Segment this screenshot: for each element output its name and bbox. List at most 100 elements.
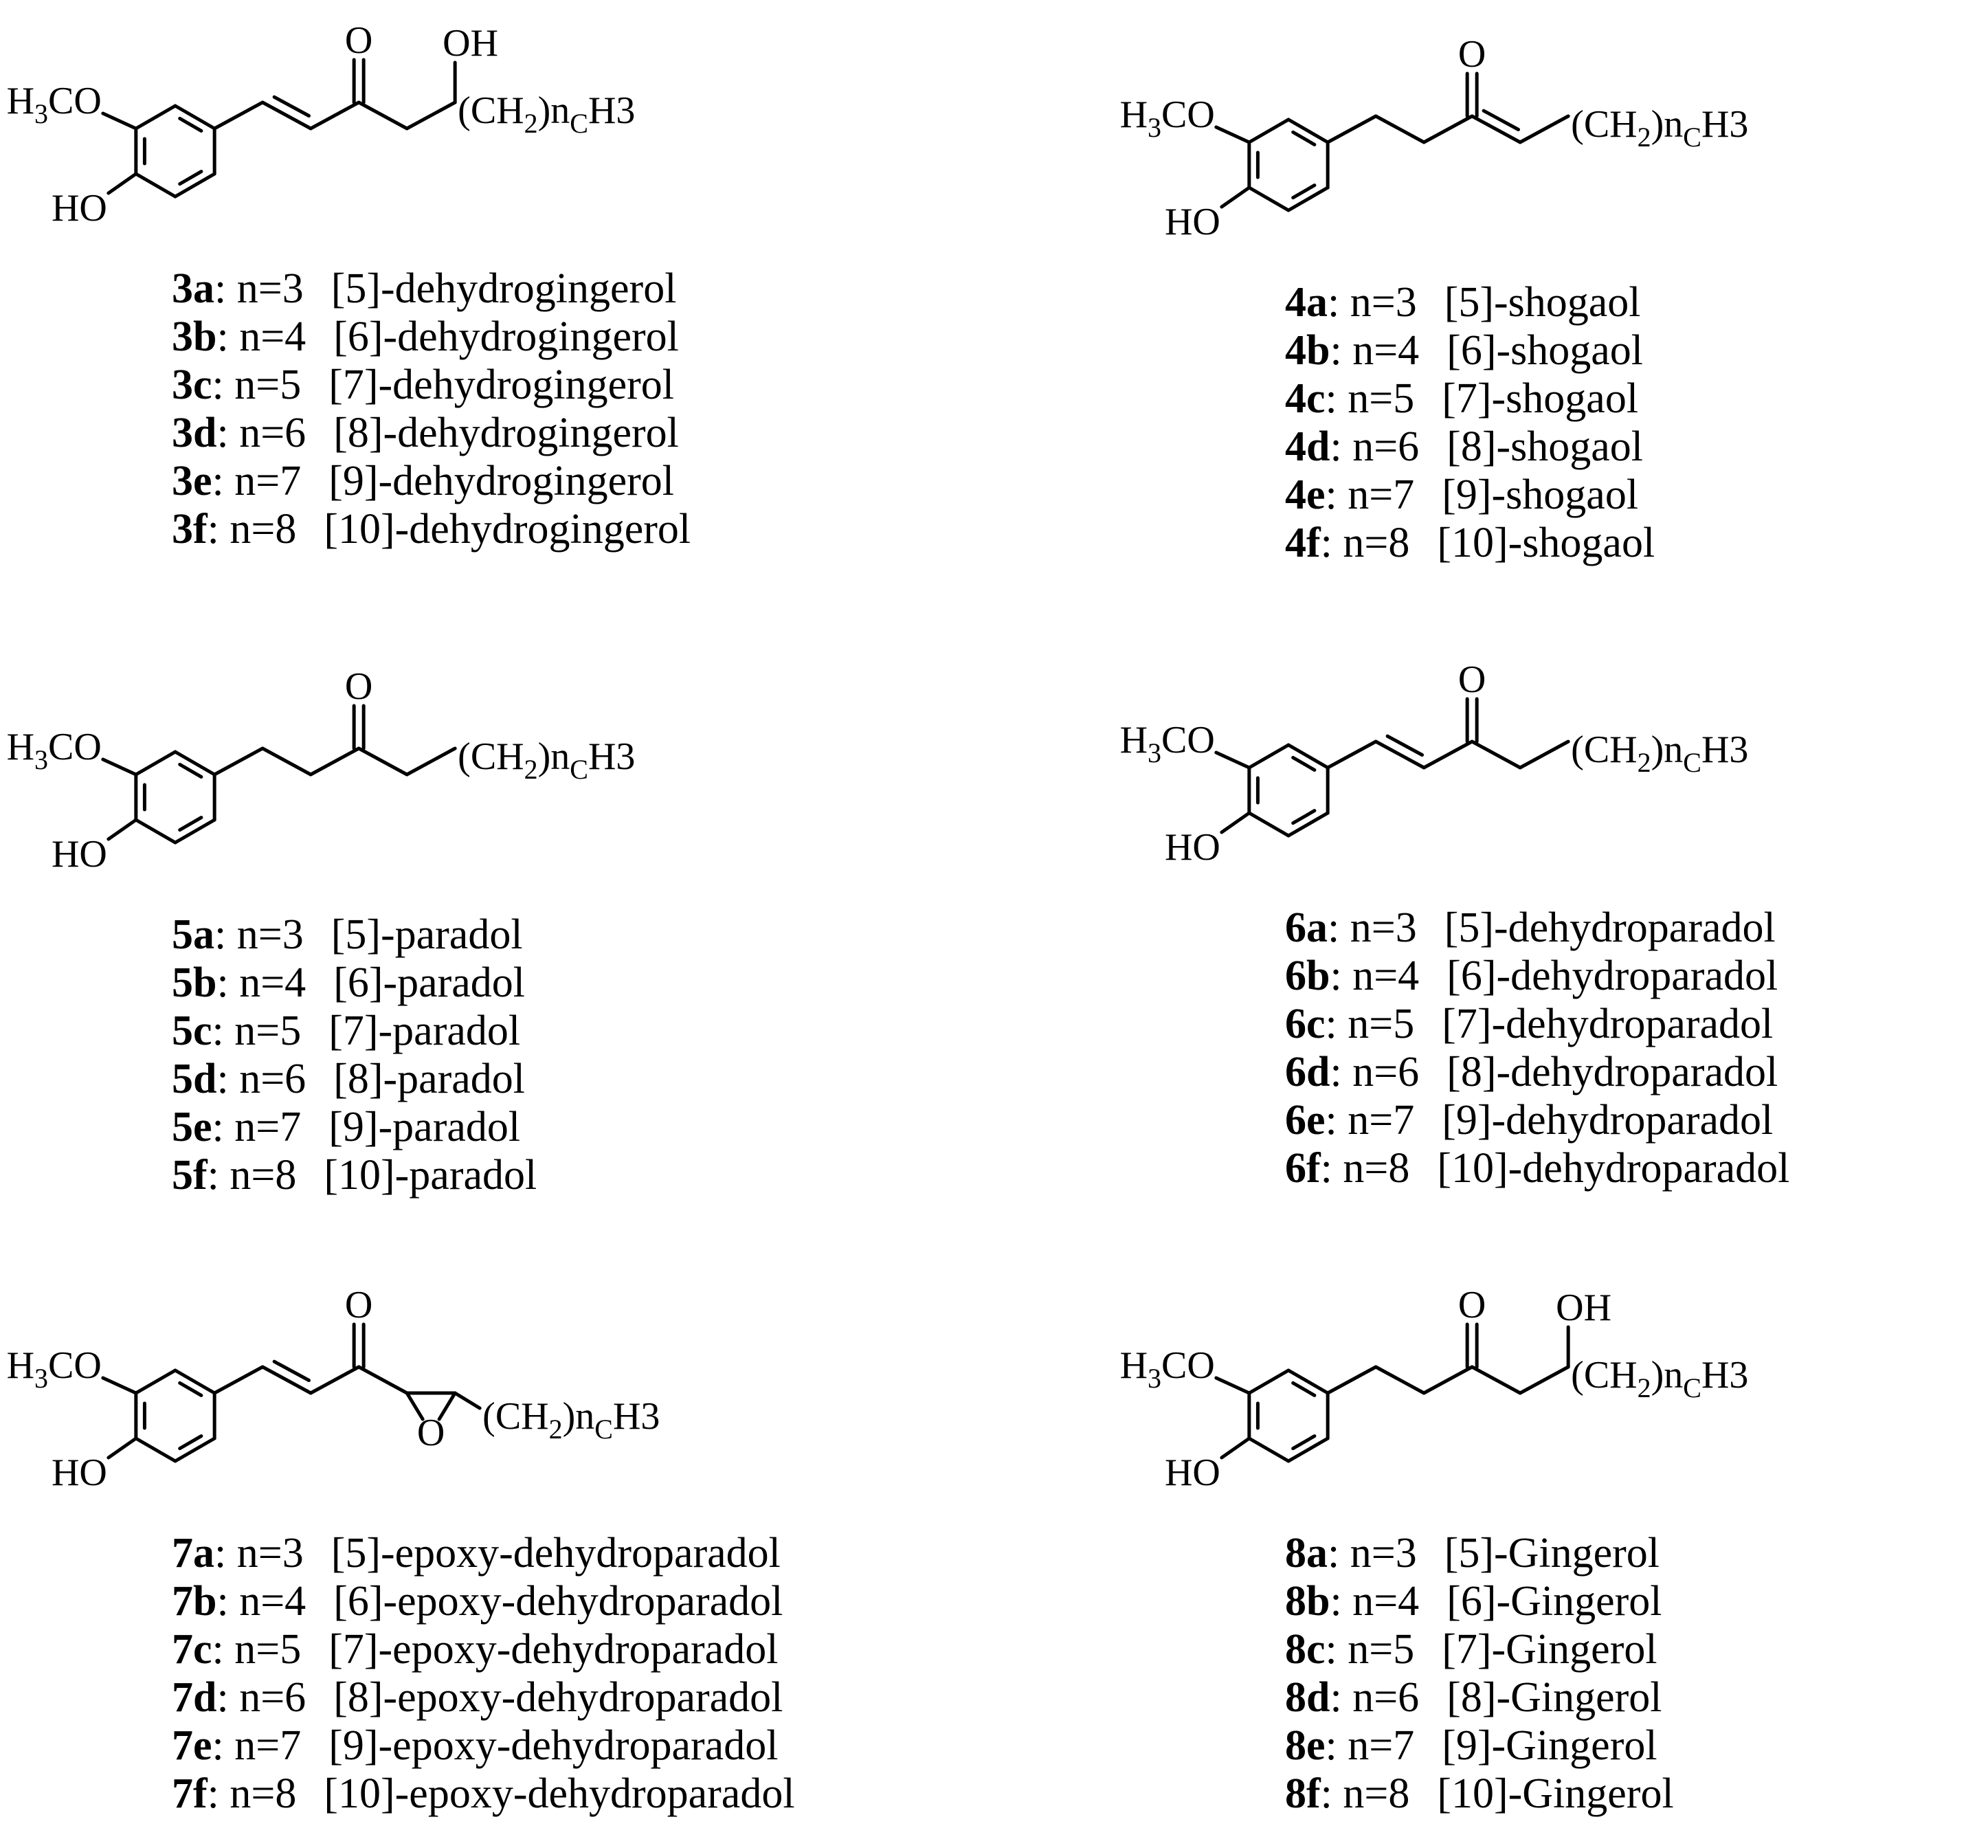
methoxy-bond bbox=[101, 757, 138, 777]
compound-entry: 7f: n=8[10]-epoxy-dehydroparadol bbox=[172, 1770, 795, 1817]
compound-name: [7]-Gingerol bbox=[1442, 1626, 1657, 1673]
compound-name: [6]-epoxy-dehydroparadol bbox=[333, 1578, 783, 1625]
compound-entry: 8c: n=5[7]-Gingerol bbox=[1285, 1626, 1657, 1673]
compound-n: n=8 bbox=[230, 506, 296, 553]
compound-entry: 7e: n=7[9]-epoxy-dehydroparadol bbox=[172, 1722, 778, 1769]
ring-bond bbox=[1247, 118, 1291, 144]
compound-code: 7a bbox=[172, 1530, 214, 1577]
methoxy-bond bbox=[101, 111, 138, 131]
chain-bond bbox=[1326, 1365, 1378, 1395]
compound-name: [8]-shogaol bbox=[1447, 423, 1643, 470]
chain-bond bbox=[212, 100, 265, 131]
ring-double-bond bbox=[1291, 130, 1317, 146]
compound-entry: 8e: n=7[9]-Gingerol bbox=[1285, 1722, 1657, 1769]
chain-bond bbox=[260, 1365, 313, 1395]
ring-bond bbox=[134, 750, 177, 777]
ring-bond bbox=[1247, 743, 1291, 770]
methoxy-label: H3CO bbox=[7, 80, 102, 129]
compound-code: 8a bbox=[1285, 1530, 1328, 1577]
hydroxy-bond bbox=[1220, 811, 1251, 834]
methoxy-label: H3CO bbox=[7, 1344, 102, 1394]
compound-entry: 4a: n=3[5]-shogaol bbox=[1285, 279, 1641, 326]
chain-bond bbox=[1326, 114, 1378, 144]
compound-name: [10]-shogaol bbox=[1437, 520, 1655, 566]
compound-n: n=3 bbox=[1350, 904, 1417, 951]
ring-bond bbox=[173, 104, 216, 131]
compound-code: 8d bbox=[1285, 1674, 1330, 1721]
chain-bond bbox=[405, 100, 457, 131]
carbonyl-o-label: O bbox=[1458, 33, 1486, 76]
compound-code: 3e bbox=[172, 458, 212, 504]
compound-code: 8b bbox=[1285, 1578, 1330, 1625]
compound-name: [8]-epoxy-dehydroparadol bbox=[333, 1674, 783, 1721]
compound-name: [5]-shogaol bbox=[1444, 279, 1641, 326]
hydroxy-label: HO bbox=[52, 1451, 107, 1494]
compound-entry: 5d: n=6[8]-paradol bbox=[172, 1056, 525, 1102]
ring-bond bbox=[1286, 811, 1330, 838]
compound-entry: 4c: n=5[7]-shogaol bbox=[1285, 375, 1638, 422]
compound-n: n=4 bbox=[1352, 1578, 1419, 1625]
compound-n: n=3 bbox=[237, 911, 304, 958]
compound-name: [7]-shogaol bbox=[1442, 375, 1638, 422]
compound-entry: 5b: n=4[6]-paradol bbox=[172, 959, 525, 1006]
compound-entry: 3d: n=6[8]-dehydrogingerol bbox=[172, 410, 679, 456]
compound-n: n=4 bbox=[1352, 953, 1419, 999]
compound-name: [5]-dehydroparadol bbox=[1444, 904, 1776, 951]
compound-n: n=6 bbox=[1352, 1674, 1419, 1721]
ring-bond bbox=[173, 750, 216, 777]
compound-entry: 8f: n=8[10]-Gingerol bbox=[1285, 1770, 1674, 1817]
compound-n: n=7 bbox=[1348, 1097, 1414, 1144]
compound-n: n=8 bbox=[1343, 1770, 1409, 1817]
compound-entry: 4e: n=7[9]-shogaol bbox=[1285, 471, 1638, 518]
chain-bond bbox=[1518, 1365, 1570, 1395]
chain-bond bbox=[357, 1365, 409, 1395]
compound-code: 7d bbox=[172, 1674, 216, 1721]
hydroxyl-label: OH bbox=[1556, 1287, 1611, 1329]
alkene-double-bond bbox=[1482, 109, 1521, 131]
ring-bond bbox=[1247, 1368, 1291, 1395]
hydroxy-label: HO bbox=[1165, 201, 1220, 243]
ring-bond bbox=[1286, 1436, 1330, 1463]
compound-n: n=5 bbox=[1348, 375, 1414, 422]
chain-bond bbox=[309, 100, 361, 131]
carbonyl-o-label: O bbox=[1458, 1284, 1486, 1326]
carbonyl-o-label: O bbox=[345, 665, 372, 708]
compound-n: n=3 bbox=[237, 265, 304, 312]
compound-n: n=4 bbox=[239, 1578, 306, 1625]
ring-bond bbox=[1286, 1368, 1330, 1395]
compound-entry: 3b: n=4[6]-dehydrogingerol bbox=[172, 313, 679, 360]
compound-entry: 8a: n=3[5]-Gingerol bbox=[1285, 1530, 1660, 1577]
compound-code: 3d bbox=[172, 410, 216, 456]
compound-name: [8]-dehydrogingerol bbox=[333, 410, 679, 456]
compound-name: [8]-Gingerol bbox=[1447, 1674, 1662, 1721]
hydroxy-bond bbox=[1220, 186, 1251, 209]
hydroxy-label: HO bbox=[52, 833, 107, 876]
compound-code: 3b bbox=[172, 313, 216, 360]
chain-bond bbox=[1518, 114, 1570, 144]
compound-code: 5f bbox=[172, 1152, 208, 1199]
compound-n: n=6 bbox=[1352, 1049, 1419, 1095]
chain-bond bbox=[1470, 114, 1522, 144]
chain-bond bbox=[1326, 739, 1378, 770]
methoxy-bond bbox=[1214, 125, 1251, 144]
compound-entry: 6b: n=4[6]-dehydroparadol bbox=[1285, 953, 1778, 999]
chain-label: (CH2)nCH3 bbox=[1571, 1354, 1748, 1403]
ring-double-bond bbox=[1291, 755, 1317, 772]
compound-entry: 7c: n=5[7]-epoxy-dehydroparadol bbox=[172, 1626, 778, 1673]
ring-double-bond bbox=[178, 116, 203, 133]
compound-entry: 5f: n=8[10]-paradol bbox=[172, 1152, 537, 1199]
chain-bond bbox=[1422, 739, 1474, 770]
ring-bond bbox=[173, 818, 216, 845]
compound-entry: 7d: n=6[8]-epoxy-dehydroparadol bbox=[172, 1674, 783, 1721]
carbonyl-o-label: O bbox=[345, 1284, 372, 1326]
compound-name: [5]-epoxy-dehydroparadol bbox=[331, 1530, 781, 1577]
chain-bond bbox=[357, 746, 409, 777]
compound-n: n=7 bbox=[234, 458, 301, 504]
compound-name: [9]-paradol bbox=[328, 1104, 520, 1150]
compound-entry: 8d: n=6[8]-Gingerol bbox=[1285, 1674, 1662, 1721]
compound-entry: 6e: n=7[9]-dehydroparadol bbox=[1285, 1097, 1773, 1144]
compound-code: 4a bbox=[1285, 279, 1328, 326]
compound-n: n=4 bbox=[1352, 327, 1419, 374]
